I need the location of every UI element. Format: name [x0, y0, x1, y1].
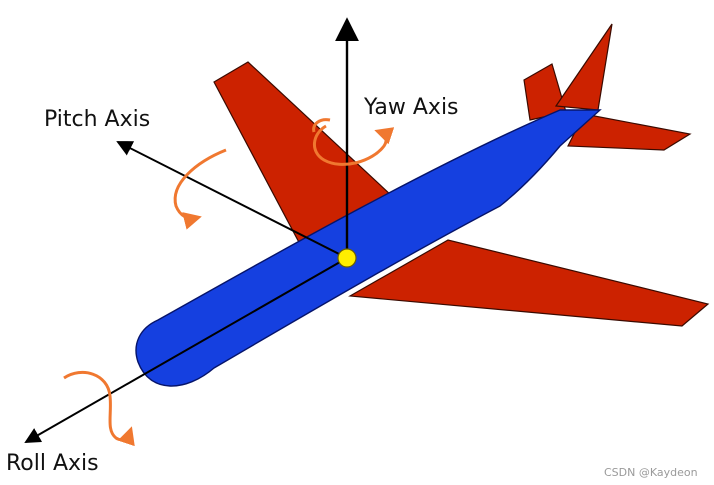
- near-wing: [348, 239, 710, 327]
- yaw-axis-label: Yaw Axis: [363, 95, 459, 120]
- roll-rotation-arrow: [63, 370, 135, 447]
- vertical-tail-fin: [554, 23, 613, 111]
- pitch-rotation-arrow: [173, 148, 227, 230]
- roll-axis-label: Roll Axis: [6, 451, 99, 476]
- roll-axis-line: [24, 257, 348, 443]
- yaw-rotation-arrow-tail: [312, 118, 331, 133]
- watermark-text: CSDN @Kaydeon: [604, 466, 698, 479]
- center-of-gravity-dot: [337, 248, 357, 268]
- yaw-rotation-arrow: [313, 124, 395, 166]
- pitch-axis-label: Pitch Axis: [44, 107, 150, 132]
- pitch-axis-line: [116, 141, 348, 259]
- near-horizontal-stabilizer: [567, 113, 692, 151]
- fuselage: [135, 109, 602, 387]
